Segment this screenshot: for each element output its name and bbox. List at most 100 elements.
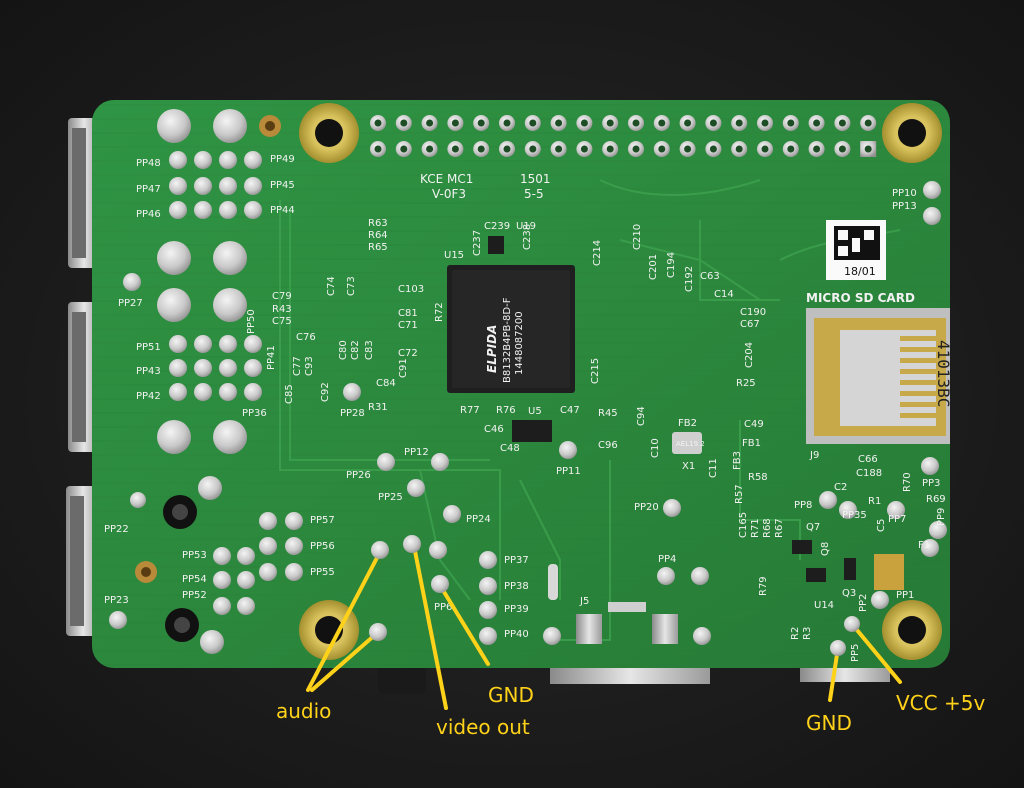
pp48-label: PP48 [136, 158, 161, 169]
part-r31: R31 [368, 402, 388, 413]
test-pad [169, 383, 187, 401]
test-pad [259, 563, 277, 581]
pp1-label: PP1 [896, 590, 914, 601]
part-c92: C92 [320, 382, 331, 402]
part-c91: C91 [398, 358, 409, 378]
part-c5: C5 [876, 519, 887, 532]
part-c204: C204 [744, 342, 755, 368]
part-c201: C201 [648, 254, 659, 280]
pp7-label: PP7 [888, 514, 906, 525]
pp5-label: PP5 [850, 644, 861, 662]
q3-label: Q3 [842, 588, 856, 599]
pp26-label: PP26 [346, 470, 371, 481]
pp2-label: PP2 [858, 594, 869, 612]
part-c10: C10 [650, 438, 661, 458]
part-c192: C192 [684, 266, 695, 292]
test-pad [219, 359, 237, 377]
part-c63: C63 [700, 271, 720, 282]
part-c75: C75 [272, 316, 292, 327]
pp11-label: PP11 [556, 466, 581, 477]
pp13-label: PP13 [892, 201, 917, 212]
pp37-label: PP37 [504, 555, 529, 566]
test-pad [921, 457, 939, 475]
part-c79: C79 [272, 291, 292, 302]
part-r45: R45 [598, 408, 618, 419]
test-pad [169, 201, 187, 219]
gnd-label-right: GND [806, 711, 852, 735]
test-pad [213, 571, 231, 589]
part-c239: C239 [484, 221, 510, 232]
pp23-label: PP23 [104, 595, 129, 606]
test-pad [169, 151, 187, 169]
test-pad [169, 177, 187, 195]
part-r70: R70 [902, 472, 913, 492]
silkscreen-labels: PP48 PP49 PP47 PP45 PP46 PP44 PP27 PP50 … [104, 154, 953, 662]
part-r76: R76 [496, 405, 516, 416]
part-r3: R3 [802, 627, 813, 640]
part-c14: C14 [714, 289, 734, 300]
pp9-label: PP9 [936, 508, 947, 526]
pp51-label: PP51 [136, 342, 161, 353]
test-pads [169, 151, 947, 645]
test-pad [219, 177, 237, 195]
part-c96: C96 [598, 440, 618, 451]
pp4-label: PP4 [658, 554, 676, 565]
part-c210: C210 [632, 224, 643, 250]
pp38-label: PP38 [504, 581, 529, 592]
test-pad [443, 505, 461, 523]
j5-label: J5 [579, 596, 589, 607]
part-r1: R1 [868, 496, 881, 507]
marking-top-1: KCE MC1 [420, 172, 473, 186]
test-pad [839, 501, 857, 519]
video-out-label: video out [436, 715, 530, 739]
marking-date-2: 5-5 [524, 187, 544, 201]
pp6-label: PP6 [434, 602, 452, 613]
part-r67: R67 [774, 518, 785, 538]
test-pad [285, 512, 303, 530]
part-c93: C93 [304, 356, 315, 376]
part-c49: C49 [744, 419, 764, 430]
part-r25: R25 [736, 378, 756, 389]
u15-label: U15 [444, 250, 464, 261]
part-c77: C77 [292, 356, 303, 376]
pp43-label: PP43 [136, 366, 161, 377]
sd-card-label: MICRO SD CARD [806, 291, 915, 305]
part-c165: C165 [738, 512, 749, 538]
chip-brand: ELPIDA [485, 325, 499, 373]
part-c85: C85 [284, 384, 295, 404]
part-c47: C47 [560, 405, 580, 416]
annotation-lines [306, 544, 902, 710]
part-c66: C66 [858, 454, 878, 465]
pp42-label: PP42 [136, 391, 161, 402]
audio-label: audio [276, 699, 332, 723]
pp46-label: PP46 [136, 209, 161, 220]
part-c194: C194 [666, 252, 677, 278]
test-pad [285, 563, 303, 581]
pp44-label: PP44 [270, 205, 295, 216]
pp22-label: PP22 [104, 524, 129, 535]
pp53-label: PP53 [182, 550, 207, 561]
pp56-label: PP56 [310, 541, 335, 552]
pp20-label: PP20 [634, 502, 659, 513]
test-pad [479, 577, 497, 595]
part-c80: C80 [338, 340, 349, 360]
pp39-label: PP39 [504, 604, 529, 615]
test-pad [237, 597, 255, 615]
part-c76: C76 [296, 332, 316, 343]
part-c71: C71 [398, 320, 418, 331]
part-r71: R71 [750, 518, 761, 538]
test-pad [377, 453, 395, 471]
test-pad [923, 207, 941, 225]
part-c237: C237 [472, 230, 483, 256]
test-pad [691, 567, 709, 585]
gnd-label-left: GND [488, 683, 534, 707]
part-c73: C73 [346, 276, 357, 296]
pp28-label: PP28 [340, 408, 365, 419]
x1-label: X1 [682, 461, 695, 472]
pp41-label: PP41 [266, 345, 277, 370]
pp3-label: PP3 [922, 478, 940, 489]
ram-chip: ELPIDA B8132B4PB-8D-F 1448087200 [447, 265, 575, 393]
part-q8: Q8 [820, 542, 831, 556]
part-r43: R43 [272, 304, 292, 315]
